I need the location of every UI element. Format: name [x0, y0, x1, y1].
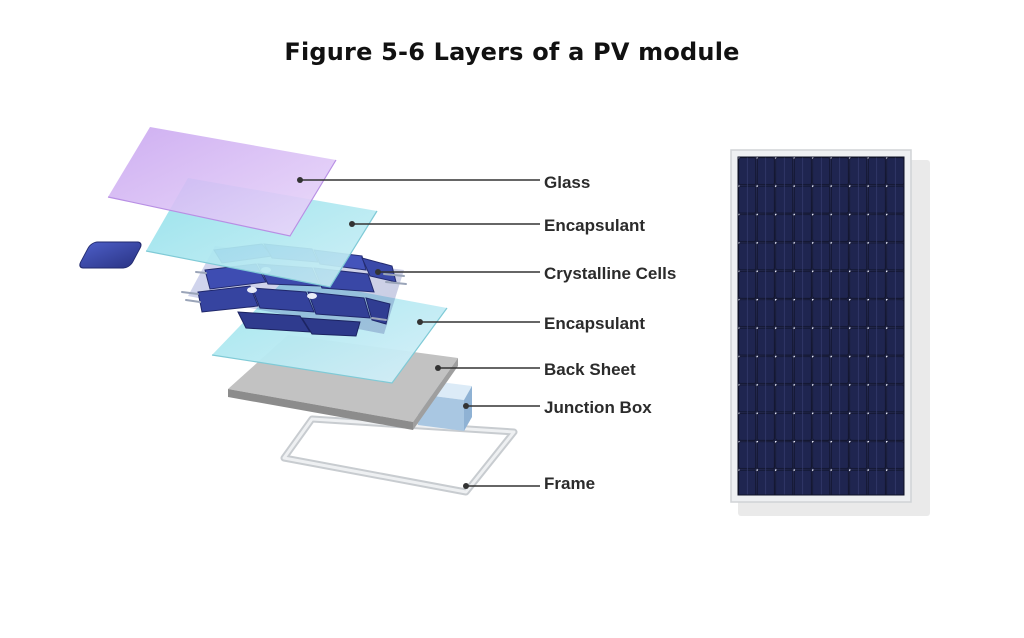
back-sheet-pointer-dot	[435, 365, 441, 371]
label-encapsulant-bottom: Encapsulant	[544, 314, 645, 333]
encapsulant-top-pointer-dot	[349, 221, 355, 227]
assembled-pv-module-image	[730, 149, 930, 516]
leader-lines	[300, 179, 540, 487]
glass-layer	[107, 127, 337, 237]
figure-title: Figure 5-6 Layers of a PV module	[284, 38, 740, 66]
glass-pointer-dot	[297, 177, 303, 183]
frame-layer	[280, 415, 518, 496]
label-frame: Frame	[544, 474, 595, 493]
label-back-sheet: Back Sheet	[544, 360, 636, 379]
cells-pointer-dot	[375, 269, 381, 275]
label-crystalline-cells: Crystalline Cells	[544, 264, 676, 283]
label-junction-box: Junction Box	[544, 398, 652, 417]
label-glass: Glass	[544, 173, 590, 192]
label-encapsulant-top: Encapsulant	[544, 216, 645, 235]
junction-box-pointer-dot	[463, 403, 469, 409]
frame-pointer-dot	[463, 483, 469, 489]
encapsulant-bottom-pointer-dot	[417, 319, 423, 325]
